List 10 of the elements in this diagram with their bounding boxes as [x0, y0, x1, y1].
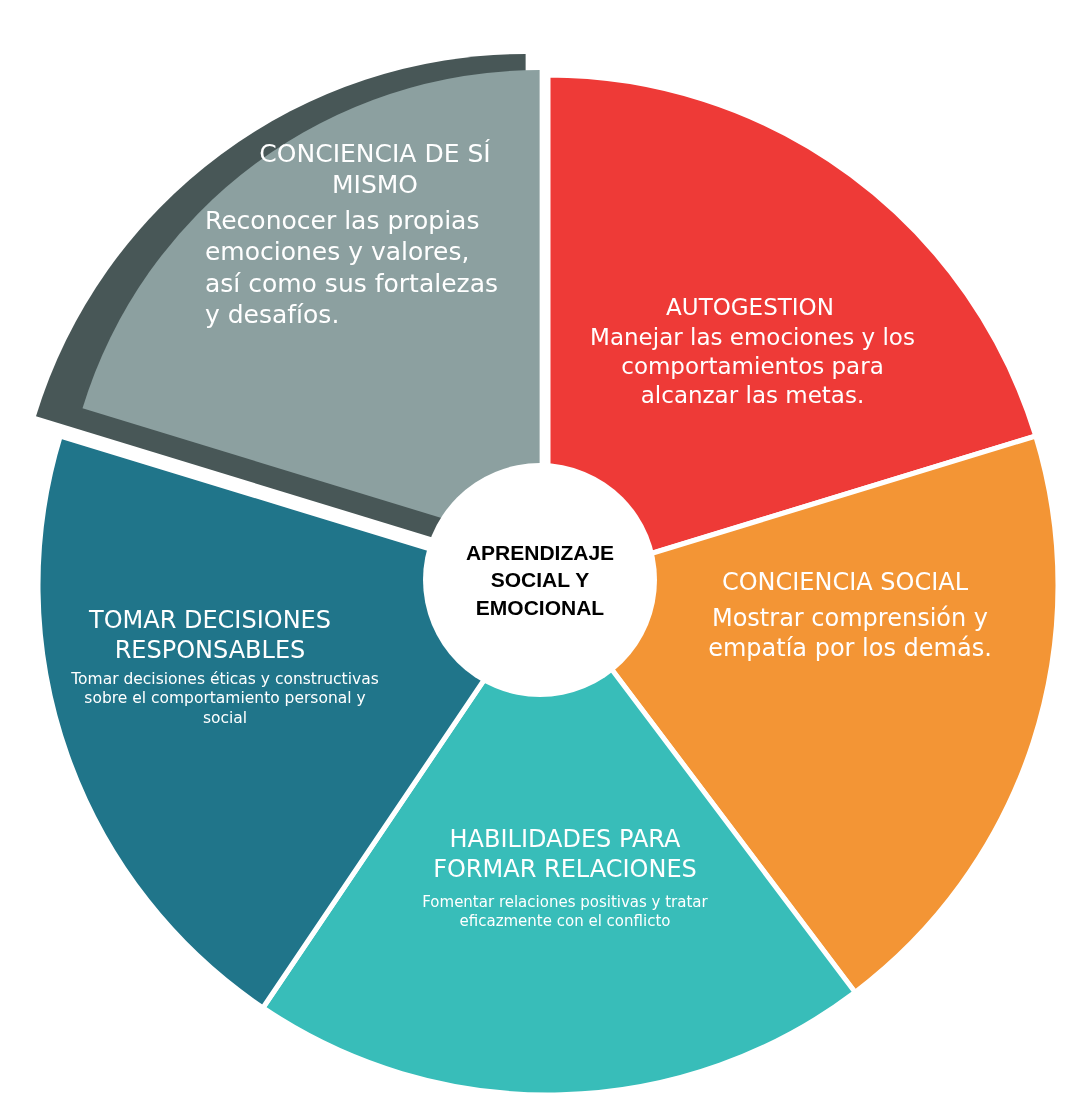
segment-description: Mostrar comprensión y empatía por los demás.: [707, 603, 993, 663]
segment-heading: CONCIENCIA SOCIAL: [720, 567, 970, 597]
segment-description: Reconocer las propias emociones y valores, así como sus fortalezas y desafíos.: [205, 205, 499, 330]
center-title: APRENDIZAJE SOCIAL Y EMOCIONAL: [464, 540, 616, 621]
segment-description: Fomentar relaciones positivas y tratar eficazmente con el conflicto: [421, 893, 709, 931]
segment-heading: TOMAR DECISIONES RESPONSABLES: [88, 605, 332, 665]
segment-description: Manejar las emociones y los comportamientos para alcanzar las metas.: [589, 323, 916, 410]
segment-description: Tomar decisiones éticas y constructivas sobre el comportamiento personal y social: [70, 670, 380, 729]
segment-heading: AUTOGESTION: [665, 293, 835, 322]
segment-heading: HABILIDADES PARA FORMAR RELACIONES: [432, 824, 698, 884]
